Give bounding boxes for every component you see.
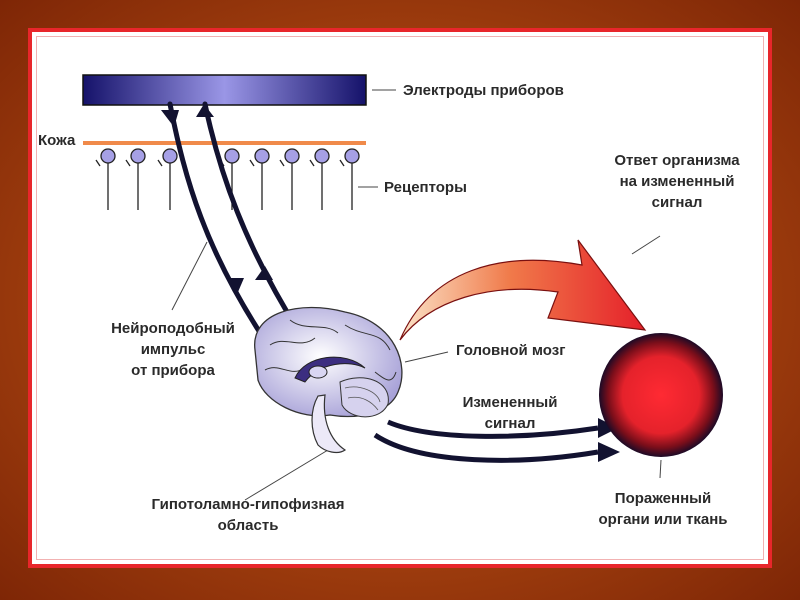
receptors — [95, 148, 360, 210]
leader-lines — [171, 89, 662, 501]
response-label-line-3: сигнал — [651, 194, 703, 211]
brain — [254, 306, 403, 454]
impulse-lines — [167, 101, 301, 348]
electrode-bar — [82, 74, 367, 106]
impulse-label-line-3: от прибора — [131, 362, 215, 379]
response-arrow — [399, 239, 647, 341]
response-label: Ответ организма на измененный сигнал — [592, 150, 762, 213]
affected-organ-label: Пораженный органи или ткань — [578, 488, 748, 530]
response-label-line-2: на измененный — [619, 173, 735, 190]
electrodes-label: Электроды приборов — [403, 82, 564, 99]
affected-organ — [599, 333, 723, 457]
affected-organ-label-line-1: Пораженный — [614, 490, 712, 507]
altered-signal-label-line-2: сигнал — [484, 415, 536, 432]
hypothalamic-label-line-1: Гипотоламно-гипофизная — [151, 496, 345, 513]
response-label-line-1: Ответ организма — [614, 152, 740, 169]
skin-label: Кожа — [38, 132, 76, 149]
altered-signal-label-line-1: Измененный — [462, 394, 558, 411]
hypothalamic-label: Гипотоламно-гипофизная область — [118, 494, 378, 536]
altered-signal-arrows — [373, 419, 599, 463]
impulse-label-line-1: Нейроподобный — [111, 320, 235, 337]
brain-label: Головной мозг — [456, 342, 566, 359]
impulse-label: Нейроподобный импульс от прибора — [88, 318, 258, 381]
diagram-frame — [28, 28, 772, 568]
impulse-label-line-2: импульс — [140, 341, 206, 358]
hypothalamic-label-line-2: область — [217, 517, 279, 534]
receptors-label: Рецепторы — [384, 179, 467, 196]
affected-organ-label-line-2: органи или ткань — [598, 511, 728, 528]
altered-signal-label: Измененный сигнал — [445, 392, 575, 434]
altered-signal-arrowheads — [598, 418, 620, 462]
impulse-arrowheads — [161, 104, 273, 292]
